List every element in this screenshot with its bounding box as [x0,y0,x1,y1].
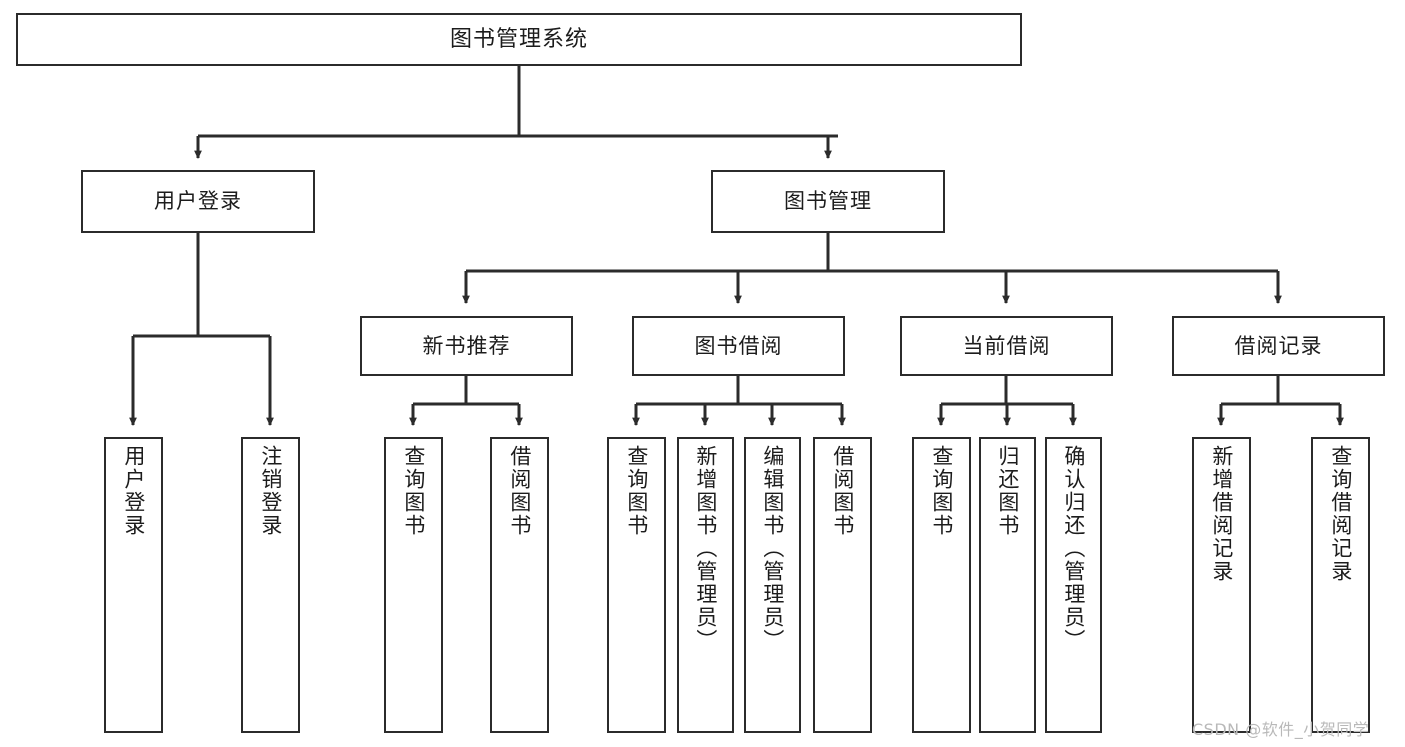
node-borrow-record[interactable]: 借阅记录 [1172,316,1385,376]
leaf-return-book[interactable]: 归还图书 [979,437,1036,733]
node-current-borrow[interactable]: 当前借阅 [900,316,1113,376]
node-label: 用户登录 [121,445,146,537]
node-label: 用户登录 [154,189,242,214]
leaf-query-record[interactable]: 查询借阅记录 [1311,437,1370,733]
node-label: 借阅记录 [1234,333,1323,358]
leaf-query-book-2[interactable]: 查询图书 [607,437,666,733]
node-label: 图书借阅 [694,333,783,358]
node-label: 图书管理系统 [449,26,588,52]
node-label: 归还图书 [995,445,1020,537]
leaf-confirm-return[interactable]: 确认归还（管理员） [1045,437,1102,733]
leaf-borrow-book-1[interactable]: 借阅图书 [490,437,549,733]
node-label: 新增借阅记录 [1209,445,1234,583]
leaf-logout-login[interactable]: 注销登录 [241,437,300,733]
leaf-add-record[interactable]: 新增借阅记录 [1192,437,1251,733]
node-label: 确认归还（管理员） [1061,445,1086,652]
node-label: 查询图书 [624,445,649,537]
node-book-borrow[interactable]: 图书借阅 [632,316,845,376]
node-root-system[interactable]: 图书管理系统 [16,13,1022,66]
leaf-borrow-book-2[interactable]: 借阅图书 [813,437,872,733]
node-label: 图书管理 [784,189,872,214]
csdn-watermark: CSDN @软件_小贺同学 [1192,720,1370,739]
node-label: 查询图书 [401,445,426,537]
node-label: 新书推荐 [422,333,511,358]
node-label: 当前借阅 [962,333,1051,358]
node-label: 新增图书（管理员） [693,445,718,652]
node-book-management[interactable]: 图书管理 [711,170,945,233]
node-label: 查询图书 [929,445,954,537]
leaf-user-login[interactable]: 用户登录 [104,437,163,733]
node-label: 编辑图书（管理员） [760,445,785,652]
node-new-book-recommend[interactable]: 新书推荐 [360,316,573,376]
leaf-add-book[interactable]: 新增图书（管理员） [677,437,734,733]
node-label: 注销登录 [258,445,283,537]
leaf-query-book-1[interactable]: 查询图书 [384,437,443,733]
node-user-login[interactable]: 用户登录 [81,170,315,233]
node-label: 借阅图书 [830,445,855,537]
node-label: 查询借阅记录 [1328,445,1353,583]
node-label: 借阅图书 [507,445,532,537]
leaf-query-book-3[interactable]: 查询图书 [912,437,971,733]
leaf-edit-book[interactable]: 编辑图书（管理员） [744,437,801,733]
